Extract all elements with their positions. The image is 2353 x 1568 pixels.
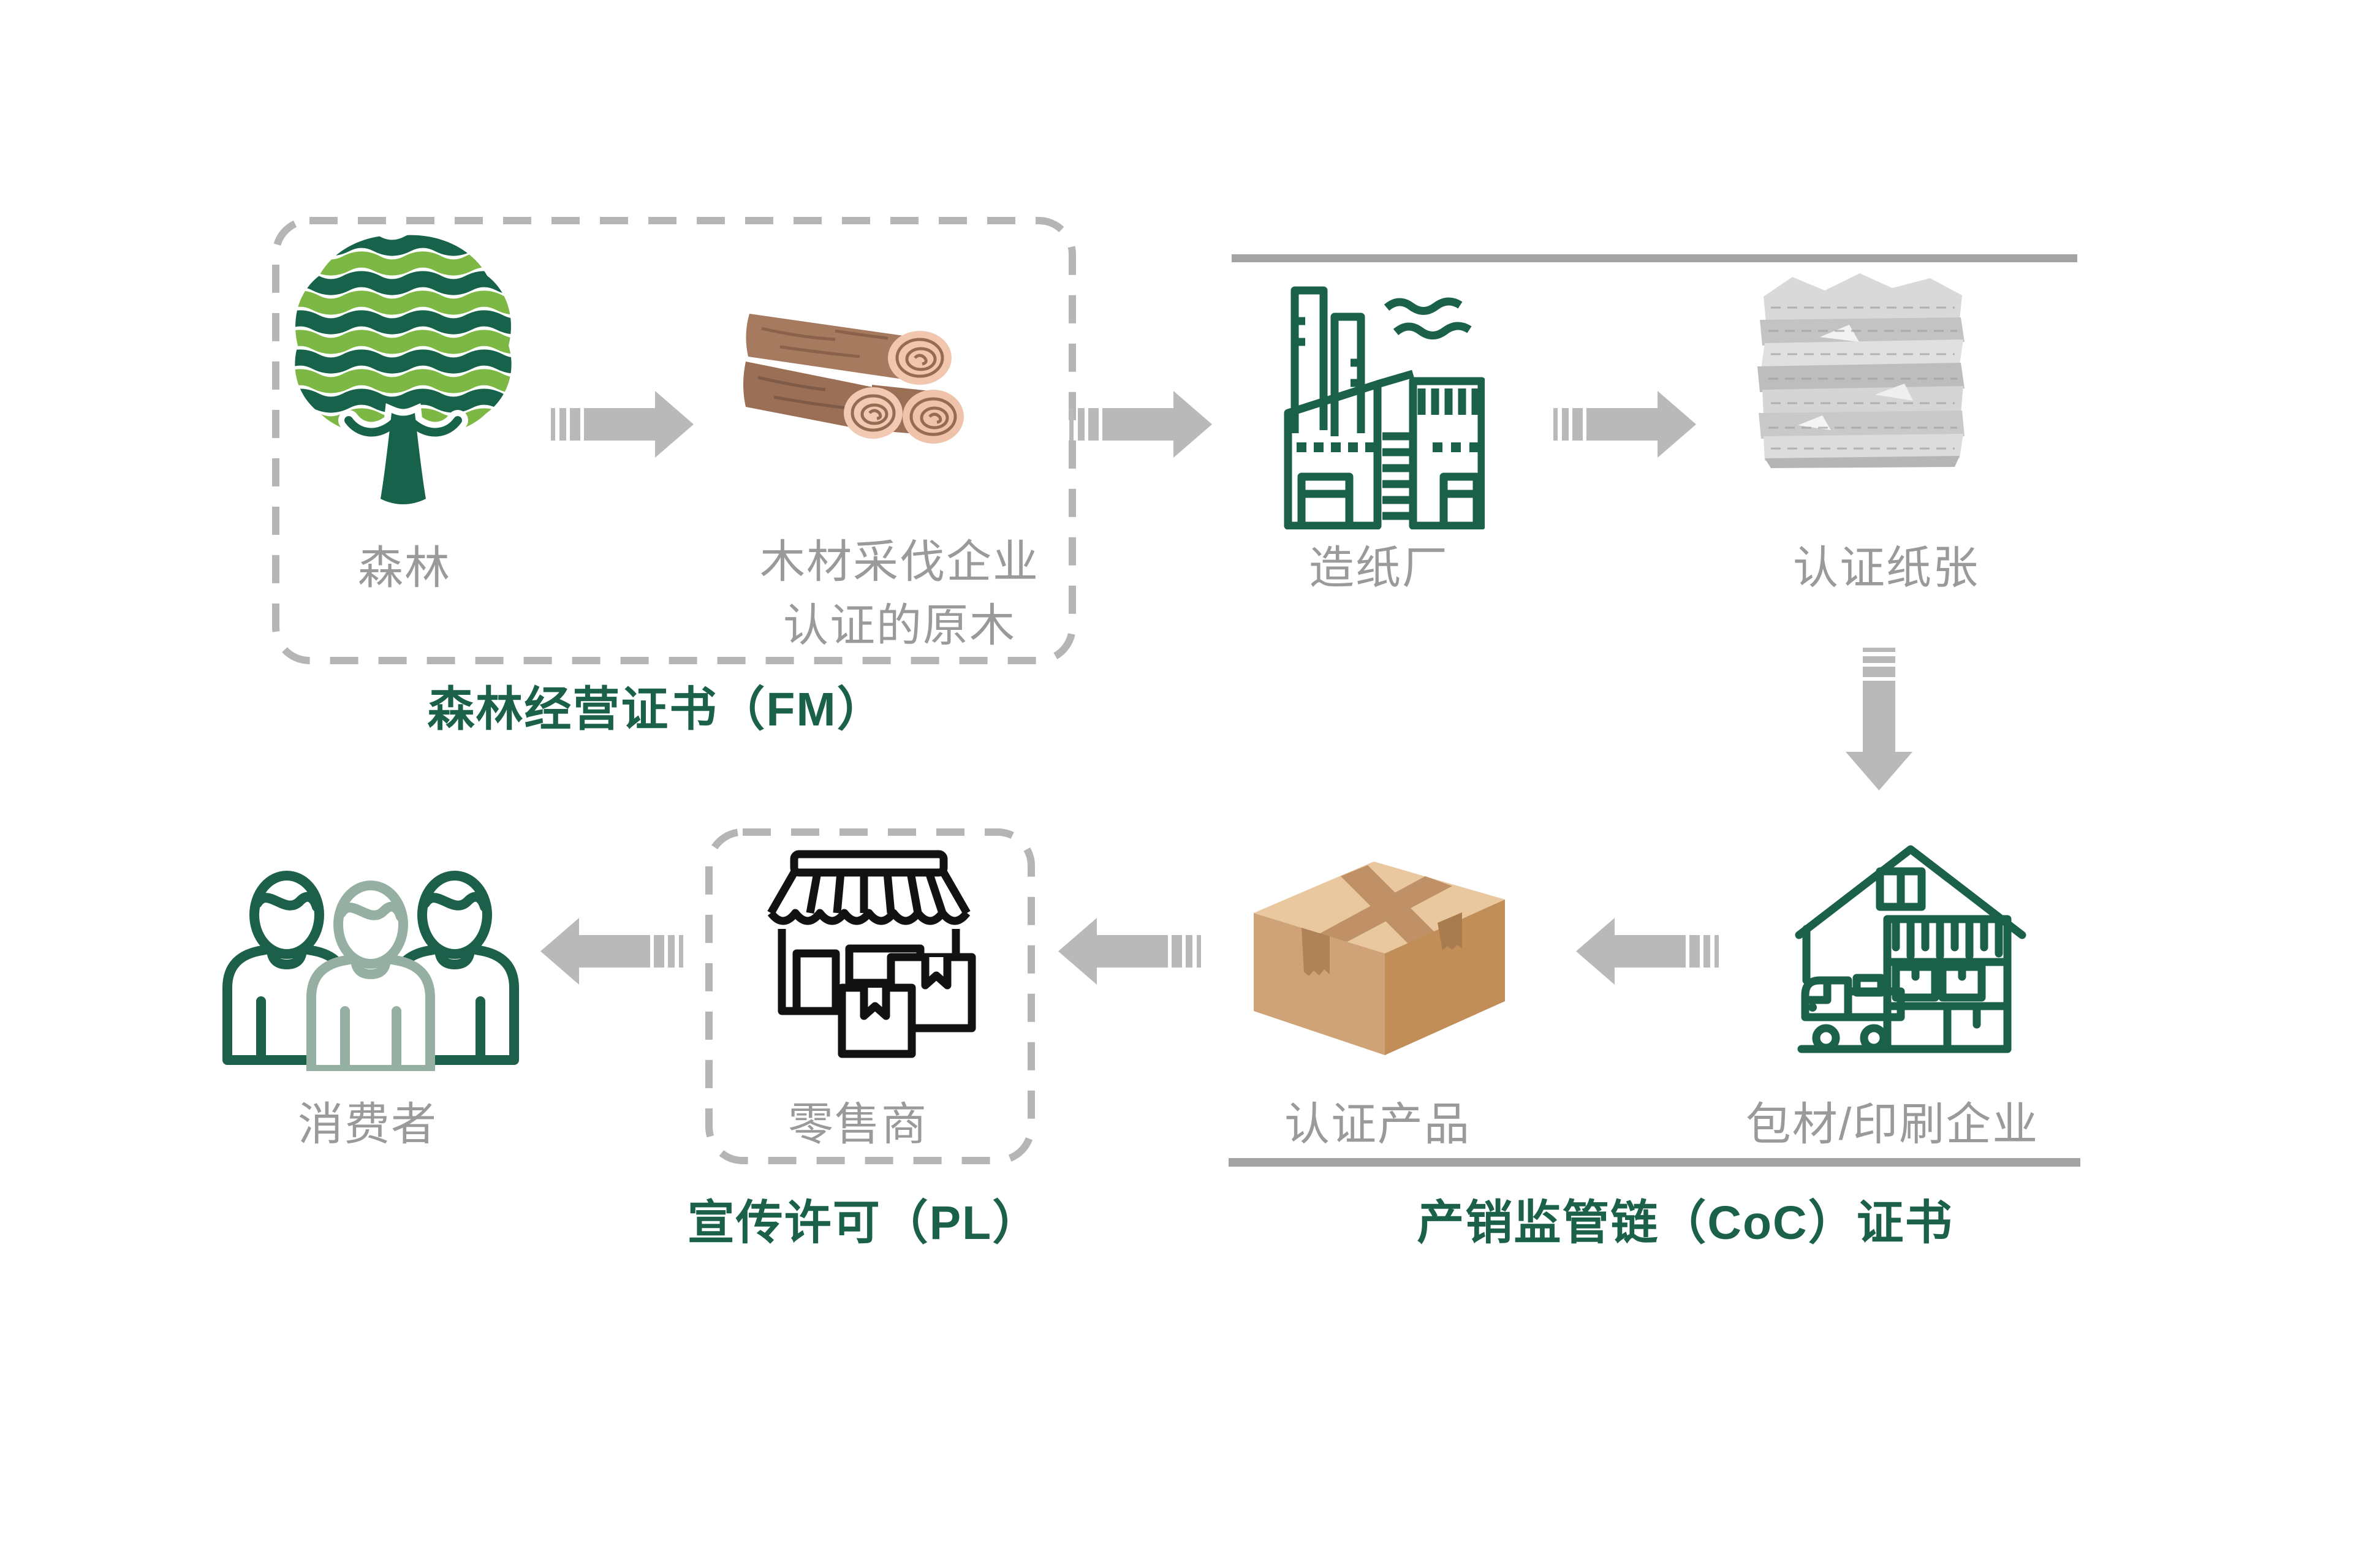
flow-arrow-paper-to-packaging	[1844, 648, 1914, 792]
flow-arrow-retailer-to-consumer	[539, 916, 683, 987]
packaging-printing-label: 包材/印刷企业	[1745, 1099, 2039, 1149]
coc-section-bottom-line	[1229, 1158, 2080, 1167]
certified-product-label: 认证产品	[1284, 1099, 1471, 1149]
flow-arrow-packaging-to-product	[1575, 916, 1719, 987]
coc-section-top-line	[1232, 254, 2077, 262]
carton-box-icon	[1254, 862, 1505, 1055]
flow-arrow-product-to-retailer	[1057, 916, 1201, 987]
consumers-label: 消费者	[298, 1099, 438, 1149]
certified-paper-label: 认证纸张	[1793, 542, 1979, 593]
pl-certificate-label: 宣传许可（PL）	[687, 1197, 1041, 1249]
warehouse-truck-icon	[1795, 845, 2026, 1053]
logs-label-line2: 认证的原木	[783, 600, 1016, 651]
forest-label: 森林	[358, 542, 451, 593]
factory-icon	[1284, 286, 1485, 529]
tree-icon	[295, 235, 512, 509]
flow-arrow-mill-to-paper	[1553, 389, 1697, 460]
fm-certificate-label: 森林经营证书（FM）	[427, 683, 885, 736]
consumers-icon	[222, 871, 519, 1071]
paper-mill-label: 造纸厂	[1309, 542, 1449, 593]
flow-arrow-logs-to-mill	[1069, 389, 1213, 460]
logs-icon	[743, 314, 964, 444]
flow-arrow-forest-to-logs	[551, 389, 695, 460]
coc-certificate-label: 产销监管链（CoC）证书	[1417, 1197, 1953, 1249]
retailer-label: 零售商	[788, 1099, 928, 1149]
logs-label-line1: 木材采伐企业	[760, 536, 1039, 587]
pl-group-dashed-box	[705, 828, 1035, 1164]
storefront-icon	[767, 850, 976, 1058]
paper-stack-icon	[1757, 273, 1965, 468]
